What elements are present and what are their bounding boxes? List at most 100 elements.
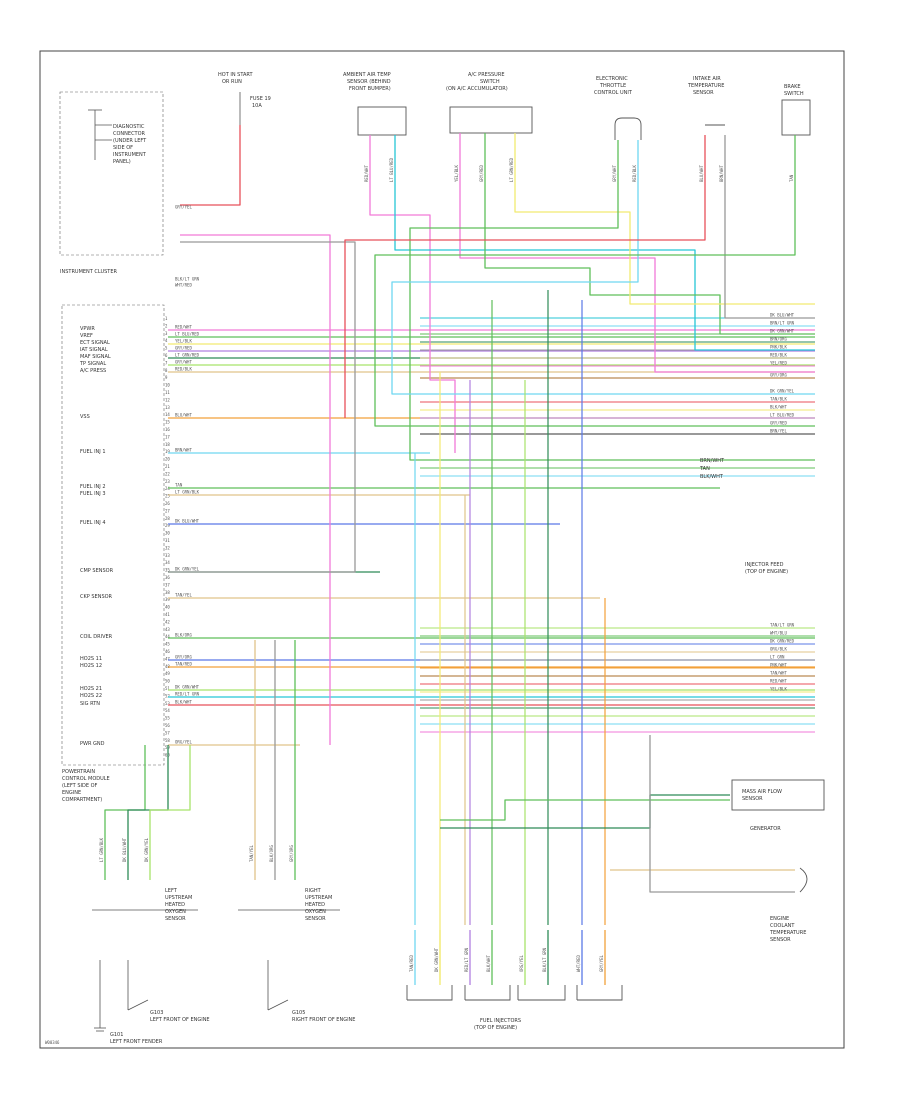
left-o2-label-3: HEATED	[165, 902, 185, 908]
wire-label-right-16: WHT/BLU	[770, 631, 787, 636]
pcm-pin-number-12: 12	[165, 397, 170, 402]
ambient-label-1: AMBIENT AIR TEMP	[343, 72, 391, 78]
ambient-label-2: SENSOR (BEHIND	[347, 79, 391, 85]
wire-brake	[374, 135, 815, 427]
brake-label-1: BRAKE	[784, 84, 801, 90]
wire-label-vertical-4: GRY/RED	[479, 165, 484, 182]
pcm-pin-20: SIG RTN	[80, 701, 100, 707]
wire-label-vertical-18: DK GRN/WHT	[434, 947, 439, 972]
pcm-pin-number-41: 41	[165, 612, 170, 617]
pcm-pin-number-23: 23	[165, 479, 170, 484]
ect-label-1: ENGINE	[770, 916, 789, 922]
pcm-pin-number-53: 53	[165, 701, 170, 706]
wire-label-left-23: WHT/RED	[175, 283, 192, 288]
pcm-pin-number-34: 34	[165, 560, 170, 565]
pcm-pin-number-47: 47	[165, 656, 170, 661]
pcm-pin-number-49: 49	[165, 671, 170, 676]
pcm-pin-number-50: 50	[165, 679, 170, 684]
wire-label-vertical-17: TAN/RED	[409, 955, 414, 972]
pcm-pin-number-31: 31	[165, 538, 170, 543]
pcm-pin-15: COIL DRIVER	[80, 634, 113, 640]
pcm-pin-number-28: 28	[165, 516, 170, 521]
wire-label-right-7: YEL/RED	[770, 361, 787, 366]
etc-label-1: ELECTRONIC	[596, 76, 628, 82]
hot-label-1: HOT IN START	[218, 72, 254, 78]
wire-label-vertical-2: LT BLU/RED	[389, 157, 394, 182]
wire-label-vertical-19: RED/LT GRN	[464, 947, 469, 972]
wire-label-right-23: YEL/BLK	[770, 687, 787, 692]
pcm-pin-19: HO2S 22	[80, 693, 102, 699]
wire-label-left-2: LT BLU/RED	[175, 332, 200, 337]
hot-label-2: OR RUN	[222, 79, 242, 85]
dlc-label-line-4: SIDE OF	[113, 145, 133, 151]
pcm-pin-number-40: 40	[165, 605, 170, 610]
iat-label-3: SENSOR	[693, 90, 714, 96]
etc-label-3: CONTROL UNIT	[594, 90, 633, 96]
wire-label-right-18: ORG/BLK	[770, 647, 787, 652]
wire-label-right-17: DK GRN/RED	[770, 639, 795, 644]
wire-label-vertical-7: RED/BLK	[632, 165, 637, 182]
wire-label-left-17: TAN/RED	[175, 662, 192, 667]
wire-label-vertical-6: GRY/WHT	[612, 165, 617, 182]
main-ground-label-2: LEFT FRONT FENDER	[110, 1039, 163, 1045]
right-ground-label-2: RIGHT FRONT OF ENGINE	[292, 1017, 355, 1023]
pcm-pin-18: HO2S 21	[80, 686, 102, 692]
right-ground-label-1: G105	[292, 1010, 305, 1016]
pcm-pin-13: CMP SENSOR	[80, 568, 114, 574]
pcm-pin-number-6: 6	[165, 353, 168, 358]
wire-dlc-gray	[168, 241, 356, 573]
right-o2-label-2: UPSTREAM	[305, 895, 332, 901]
maf-label-1: MASS AIR FLOW	[742, 789, 782, 795]
wire-ect-2	[649, 735, 795, 893]
pcm-pin-number-22: 22	[165, 471, 170, 476]
pcm-pin-number-54: 54	[165, 708, 170, 713]
wire-label-left-1: RED/WHT	[175, 325, 192, 330]
pcm-pin-number-14: 14	[165, 412, 170, 417]
wire-label-vertical-1: RED/WHT	[364, 165, 369, 182]
brake-switch	[781, 99, 811, 136]
pcm-pin-2: VREF	[80, 333, 93, 339]
wire-label-left-14: TAN/YEL	[175, 593, 192, 598]
right-o2-label-4: OXYGEN	[305, 909, 326, 915]
ect-label-2: COOLANT	[770, 923, 795, 929]
pcm-pin-number-11: 11	[165, 390, 170, 395]
pcm-pin-number-7: 7	[165, 360, 168, 365]
pcm-pin-number-1: 1	[165, 316, 168, 321]
pcm-pin-number-56: 56	[165, 723, 170, 728]
mass-air-flow-sensor	[731, 779, 825, 811]
fuel-injector-1	[406, 985, 453, 1001]
injectors-label-2: (TOP OF ENGINE)	[474, 1025, 517, 1031]
wire-label-vertical-20: BLK/WHT	[486, 955, 491, 972]
pcm-label-3: (LEFT SIDE OF	[62, 783, 98, 789]
right-o2-label-1: RIGHT	[305, 888, 322, 894]
wire-label-right-15: TAN/LT GRN	[770, 623, 795, 628]
diag-note-3: BLK/WHT	[700, 474, 724, 480]
pcm-pin-16: HO2S 11	[80, 656, 102, 662]
wire-label-left-16: GRY/ORG	[175, 655, 192, 660]
wire-ac-2	[484, 133, 815, 335]
fuel-injector-2	[464, 985, 511, 1001]
wire-label-left-18: DK GRN/WHT	[175, 685, 200, 690]
wire-color-labels-left: RED/WHT LT BLU/RED YEL/BLK GRY/RED LT GRN/RE…	[99, 157, 794, 972]
wire-label-left-7: RED/BLK	[175, 367, 192, 372]
pcm-pin-3: ECT SIGNAL	[80, 340, 110, 346]
pcm-pin-number-58: 58	[165, 738, 170, 743]
pcm-pin-number-57: 57	[165, 730, 170, 735]
wire-label-left-5: LT GRN/RED	[175, 353, 200, 358]
pcm-pin-number-33: 33	[165, 553, 170, 558]
wire-label-vertical-21: ORG/YEL	[519, 955, 524, 972]
wire-label-left-20: BLK/WHT	[175, 700, 192, 705]
ac-pressure-switch	[449, 106, 533, 134]
wire-label-right-10: TAN/BLK	[770, 397, 787, 402]
etc-label-2: THROTTLE	[599, 83, 626, 89]
electronic-throttle-unit	[614, 117, 642, 140]
pcm-pin-number-24: 24	[165, 486, 170, 491]
wire-label-right-1: DK BLU/WHT	[770, 313, 795, 318]
pcm-pin-number-29: 29	[165, 523, 170, 528]
left-o2-label-5: SENSOR	[165, 916, 186, 922]
pcm-pin-1: VPWR	[80, 326, 95, 332]
pcm-pin-number-43: 43	[165, 627, 170, 632]
brake-label-2: SWITCH	[784, 91, 804, 97]
dlc-label-line-3: (UNDER LEFT	[113, 138, 147, 144]
